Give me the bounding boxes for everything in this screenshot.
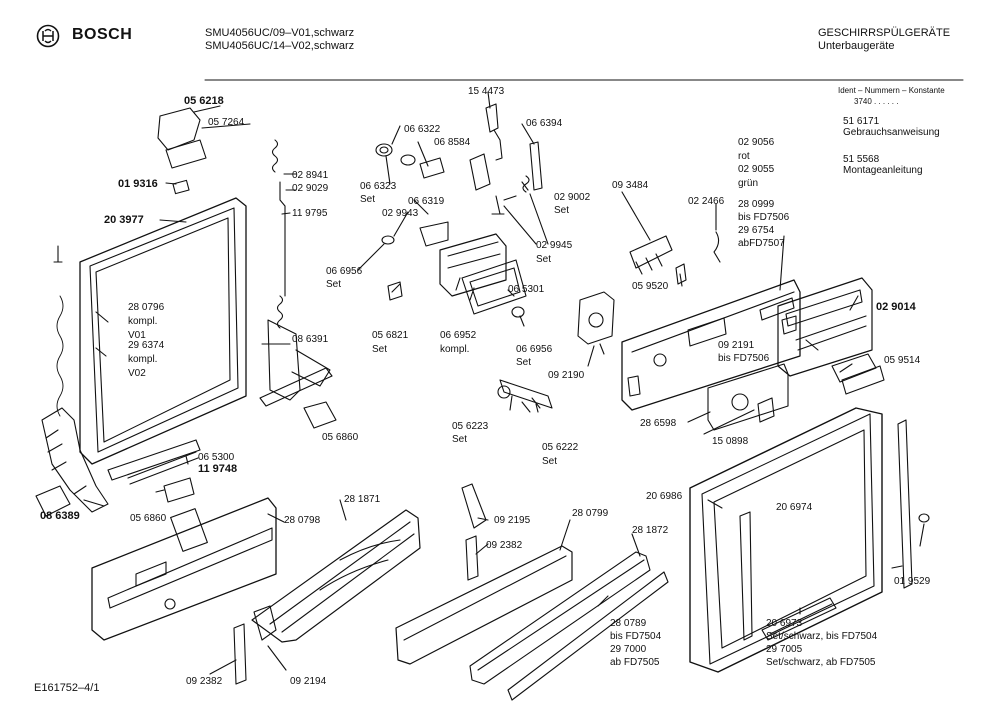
part-092382-b: 09 2382 (186, 676, 223, 687)
part-029014: 02 9014 (876, 301, 916, 313)
ident-title: Ident – Nummern – Konstante (838, 86, 945, 95)
bosch-logo-icon (36, 24, 60, 48)
part-066956-b: 06 6956 (516, 344, 553, 355)
part-022466: 02 2466 (688, 196, 725, 207)
note-set-029002: Set (554, 205, 570, 216)
part-297000: 29 7000 (610, 644, 647, 655)
ident-value: 3740 . . . . . . (854, 97, 899, 106)
part-068584: 06 8584 (434, 137, 471, 148)
note-set-066956-a: Set (326, 279, 342, 290)
doc-number-1: 51 6171 (843, 116, 880, 127)
doc-label-2: Montageanleitung (843, 165, 923, 176)
part-056821: 05 6821 (372, 330, 409, 341)
part-019316: 01 9316 (118, 178, 158, 190)
note-v01: V01 (128, 330, 146, 341)
part-056218: 05 6218 (184, 95, 224, 107)
note-rot: rot (738, 151, 750, 162)
part-093484: 09 3484 (612, 180, 649, 191)
part-066394: 06 6394 (526, 118, 563, 129)
part-206974: 20 6974 (776, 502, 813, 513)
part-065300: 06 5300 (198, 452, 235, 463)
note-bis-fd7506-b: bis FD7506 (718, 353, 770, 364)
part-092195: 09 2195 (494, 515, 531, 526)
part-057264: 05 7264 (208, 117, 245, 128)
part-059514: 05 9514 (884, 355, 921, 366)
part-066323: 06 6323 (360, 181, 397, 192)
part-297005: 29 7005 (766, 644, 803, 655)
note-kompl-v02: kompl. (128, 354, 158, 365)
note-set-066956-b: Set (516, 357, 532, 368)
part-019529: 01 9529 (894, 576, 931, 587)
part-028941: 02 8941 (292, 170, 329, 181)
part-281872: 28 1872 (632, 525, 669, 536)
part-150898: 15 0898 (712, 436, 749, 447)
part-154473: 15 4473 (468, 86, 505, 97)
part-029002: 02 9002 (554, 192, 591, 203)
note-bis-fd7506-a: bis FD7506 (738, 212, 790, 223)
part-066952: 06 6952 (440, 330, 477, 341)
part-119748: 11 9748 (198, 463, 238, 475)
doc-number-2: 51 5568 (843, 154, 880, 165)
part-056223: 05 6223 (452, 421, 489, 432)
part-280789: 28 0789 (610, 618, 647, 629)
brand-name: BOSCH (72, 26, 133, 43)
model-line-2: SMU4056UC/14–V02,schwarz (205, 40, 355, 52)
note-gruen: grün (738, 178, 759, 189)
note-ab-fd7505-a: ab FD7505 (610, 657, 660, 668)
note-kompl-v01: kompl. (128, 316, 158, 327)
part-092190: 09 2190 (548, 370, 585, 381)
drawing-id: E161752–4/1 (34, 682, 100, 694)
note-set-056821: Set (372, 344, 388, 355)
part-066322: 06 6322 (404, 124, 441, 135)
part-280799: 28 0799 (572, 508, 609, 519)
category-subtitle: Unterbaugeräte (818, 40, 895, 52)
note-kompl-066952: kompl. (440, 344, 470, 355)
category-title: GESCHIRRSPÜLGERÄTE (818, 27, 951, 39)
part-092382-a: 09 2382 (486, 540, 523, 551)
part-092194: 09 2194 (290, 676, 327, 687)
part-029029: 02 9029 (292, 183, 329, 194)
part-092191: 09 2191 (718, 340, 755, 351)
note-ab-fd7507: abFD7507 (738, 238, 785, 249)
note-set-056222: Set (542, 456, 558, 467)
part-066319: 06 6319 (408, 196, 445, 207)
part-066956-a: 06 6956 (326, 266, 363, 277)
part-296374: 29 6374 (128, 340, 165, 351)
part-029945: 02 9945 (536, 240, 573, 251)
note-set-029945: Set (536, 254, 552, 265)
part-119795: 11 9795 (292, 208, 328, 219)
part-056860-a: 05 6860 (322, 432, 359, 443)
note-bis-fd7504-a: bis FD7504 (610, 631, 662, 642)
part-029056: 02 9056 (738, 137, 775, 148)
note-v02: V02 (128, 368, 146, 379)
part-296754: 29 6754 (738, 225, 775, 236)
note-set-066323: Set (360, 194, 376, 205)
part-056222: 05 6222 (542, 442, 579, 453)
part-086391: 08 6391 (292, 334, 329, 345)
part-056860-b: 05 6860 (130, 513, 167, 524)
part-280798: 28 0798 (284, 515, 321, 526)
model-line-1: SMU4056UC/09–V01,schwarz (205, 27, 355, 39)
part-029055: 02 9055 (738, 164, 775, 175)
part-206973: 20 6973 (766, 618, 803, 629)
note-set-056223: Set (452, 434, 468, 445)
part-280999: 28 0999 (738, 199, 775, 210)
part-029943: 02 9943 (382, 208, 419, 219)
part-286598: 28 6598 (640, 418, 677, 429)
part-203977: 20 3977 (104, 214, 144, 226)
part-059520: 05 9520 (632, 281, 669, 292)
note-set-schwarz-ab-fd7505: Set/schwarz, ab FD7505 (766, 657, 876, 668)
note-set-schwarz-bis-fd7504: Set/schwarz, bis FD7504 (766, 631, 878, 642)
part-086389: 08 6389 (40, 510, 80, 522)
part-065301: 06 5301 (508, 284, 545, 295)
part-206986: 20 6986 (646, 491, 683, 502)
part-281871: 28 1871 (344, 494, 381, 505)
doc-label-1: Gebrauchsanweisung (843, 127, 940, 138)
part-280796: 28 0796 (128, 302, 165, 313)
